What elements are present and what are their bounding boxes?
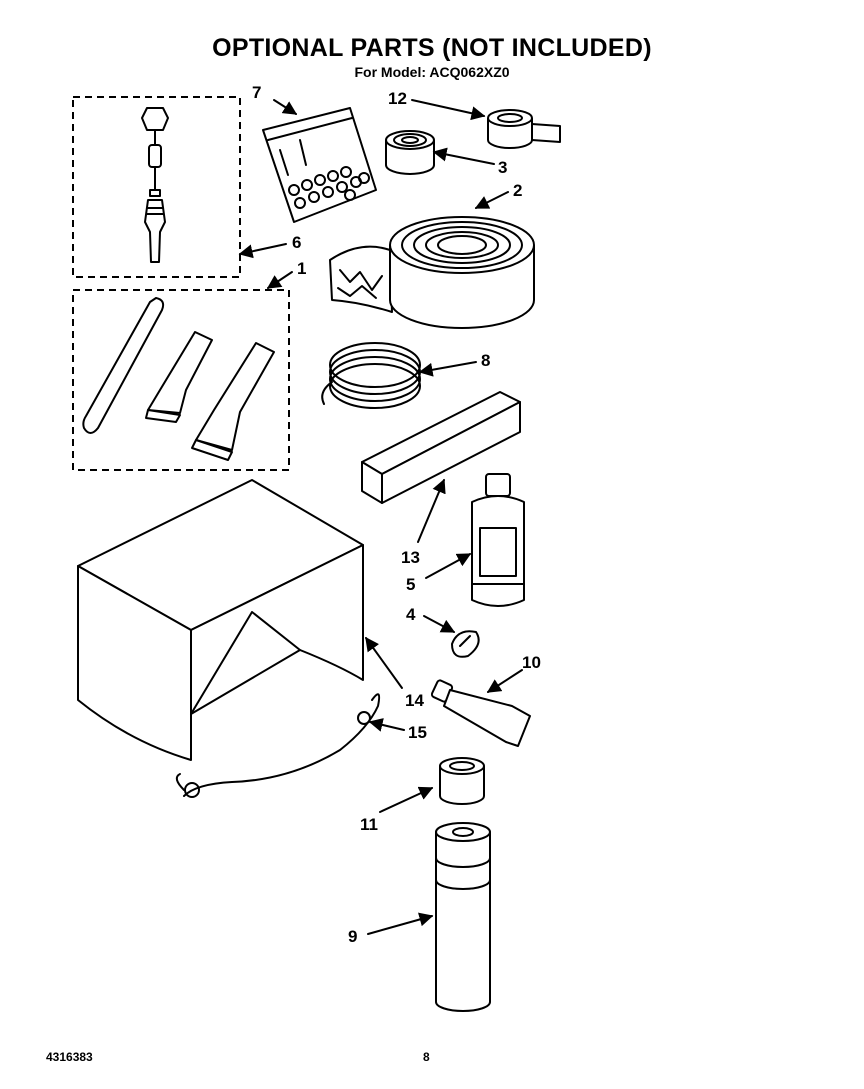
part-9-can-icon xyxy=(435,822,491,1012)
part-5-bottle-icon xyxy=(471,473,525,607)
callout-10: 10 xyxy=(522,653,541,672)
callout-3: 3 xyxy=(498,158,507,177)
part-13-foam-block-icon xyxy=(361,391,521,504)
callout-1: 1 xyxy=(297,259,306,278)
part-3-foam-tape-icon xyxy=(385,130,435,175)
part-10-tube-icon xyxy=(430,679,531,747)
part-6-group-box xyxy=(72,96,241,278)
callout-4: 4 xyxy=(406,605,416,624)
page-title: OPTIONAL PARTS (NOT INCLUDED) xyxy=(212,34,652,62)
callout-13: 13 xyxy=(401,548,420,567)
document-number: 4316383 xyxy=(46,1050,93,1064)
page-number: 8 xyxy=(423,1050,430,1064)
callout-7: 7 xyxy=(252,83,261,102)
part-14-cover-icon xyxy=(77,479,364,761)
part-11-tape-icon xyxy=(439,757,485,805)
callout-11: 11 xyxy=(360,815,378,834)
part-4-capsule-icon xyxy=(451,630,480,658)
callout-12: 12 xyxy=(388,89,407,108)
part-1-group-box xyxy=(72,289,290,471)
part-2-insulation-roll-icon xyxy=(329,216,535,329)
callout-15: 15 xyxy=(408,723,427,742)
part-12-tape-icon xyxy=(487,109,561,149)
leader-lines xyxy=(238,99,523,935)
callout-5: 5 xyxy=(406,575,415,594)
callout-9: 9 xyxy=(348,927,357,946)
callout-8: 8 xyxy=(481,351,490,370)
model-subtitle: For Model: ACQ062XZ0 xyxy=(354,64,510,80)
callout-2: 2 xyxy=(513,181,522,200)
part-6-valve-icon xyxy=(141,107,169,263)
part-15-cord-icon xyxy=(175,693,381,798)
part-7-bag-icon xyxy=(262,107,377,223)
callout-14: 14 xyxy=(405,691,424,710)
callout-6: 6 xyxy=(292,233,301,252)
part-8-wire-coil-icon xyxy=(321,342,421,409)
part-1-tubes-icon xyxy=(82,297,275,461)
callout-labels: 7 12 3 2 6 1 8 13 5 4 10 14 15 11 9 xyxy=(252,83,541,946)
